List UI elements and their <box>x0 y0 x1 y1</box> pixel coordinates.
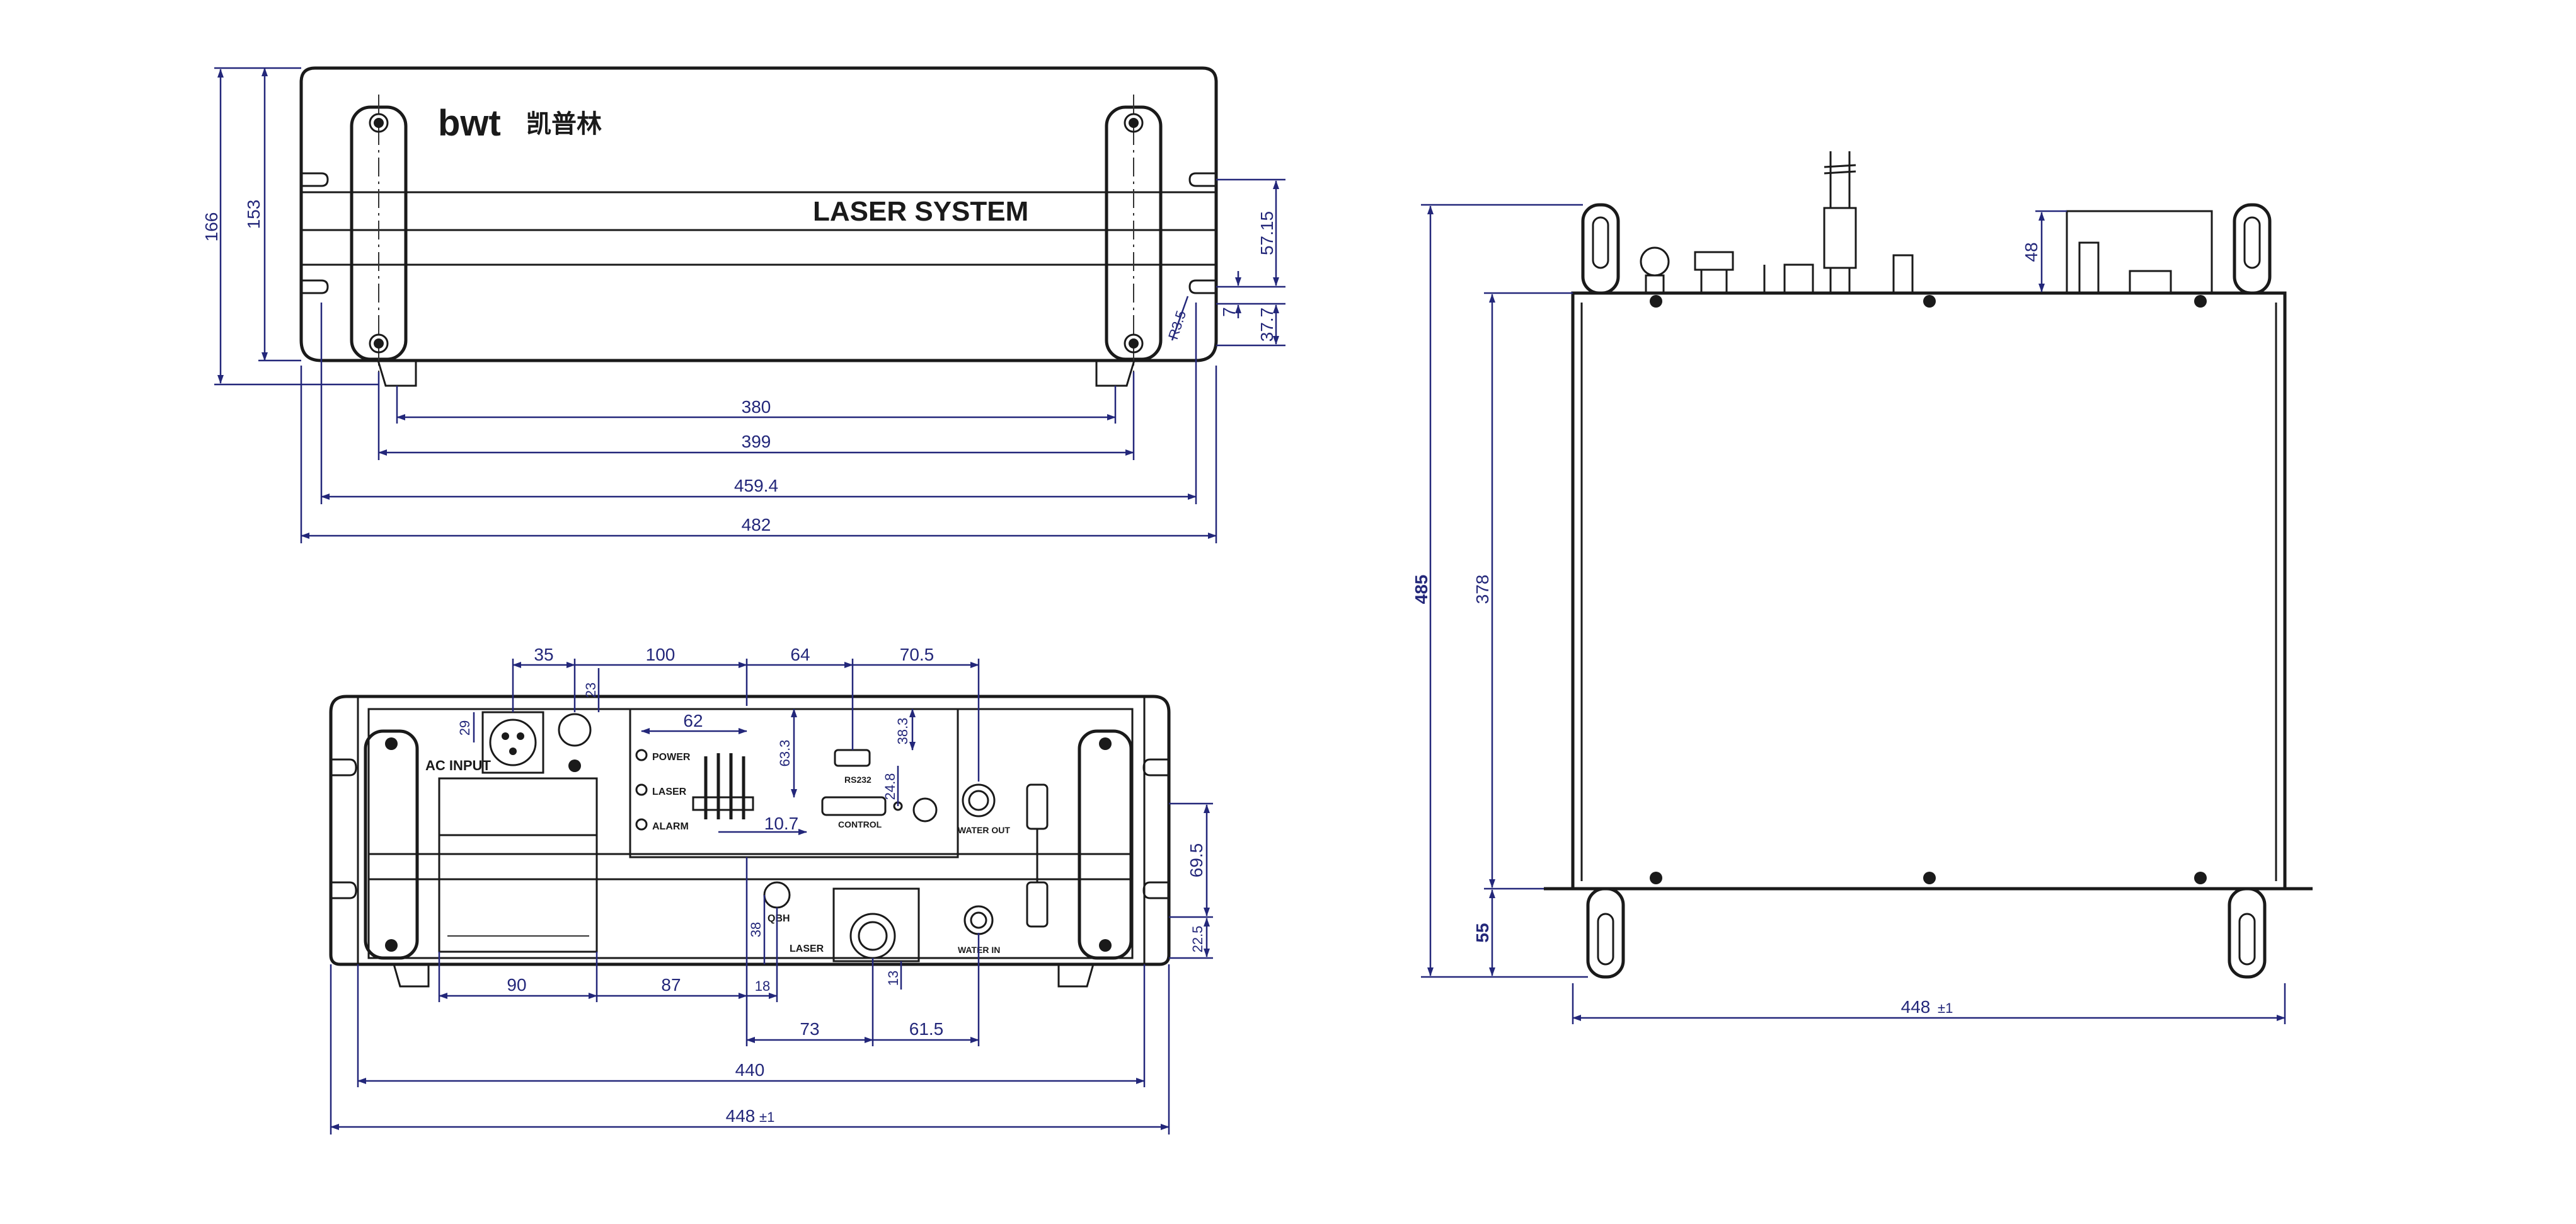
dim-440: 440 <box>735 1060 765 1080</box>
dim-485: 485 <box>1412 575 1431 604</box>
label-power: POWER <box>652 752 691 763</box>
water-in-port <box>963 905 994 935</box>
dim-90: 90 <box>507 975 526 995</box>
dim-61-5: 61.5 <box>909 1019 944 1039</box>
dim-63-3: 63.3 <box>777 740 793 767</box>
laser-output-box <box>832 887 920 962</box>
dim-35: 35 <box>534 645 553 664</box>
dim-378: 378 <box>1473 575 1492 604</box>
dim-166: 166 <box>202 212 221 242</box>
dim-87: 87 <box>661 975 681 995</box>
dim-24-8: 24.8 <box>882 773 898 800</box>
dim-22-5: 22.5 <box>1190 926 1205 953</box>
label-laser: LASER <box>652 787 687 797</box>
front-view: bwt 凯普林 LASER SYSTEM 166 153 380 399 <box>202 66 1285 543</box>
rs232-port <box>834 749 871 767</box>
dim-448-side-tol: ±1 <box>1938 1000 1953 1016</box>
ac-cover-plate <box>438 777 598 953</box>
dim-55: 55 <box>1473 923 1492 942</box>
brand-chinese: 凯普林 <box>526 110 602 138</box>
label-laser-out: LASER <box>790 944 824 954</box>
side-view: 485 378 55 48 448 ±1 <box>1412 151 2313 1024</box>
dim-29: 29 <box>457 720 473 736</box>
label-qbh: QBH <box>768 913 790 924</box>
dim-448-rear: 448 <box>726 1106 756 1126</box>
front-dimensions: 166 153 380 399 459.4 482 <box>202 67 1285 543</box>
dim-448-rear-tol: ±1 <box>759 1109 774 1125</box>
dim-380: 380 <box>742 397 771 417</box>
dim-10-7: 10.7 <box>764 814 799 833</box>
side-body <box>1571 291 2287 891</box>
side-dimensions: 485 378 55 48 448 ±1 <box>1412 204 2286 1024</box>
label-water-out: WATER OUT <box>958 825 1010 835</box>
dim-57-15: 57.15 <box>1257 211 1277 255</box>
rear-dimensions: 35 100 64 70.5 23 29 62 63.3 38.3 24.8 1… <box>330 645 1213 1135</box>
dim-482: 482 <box>742 515 771 534</box>
label-rs232: RS232 <box>844 775 871 785</box>
dim-18: 18 <box>755 978 770 994</box>
water-out-port <box>962 783 996 817</box>
dim-r3-5: R3.5 <box>1165 309 1189 342</box>
qbh-port <box>763 881 791 909</box>
dim-38-3: 38.3 <box>895 718 911 745</box>
top-box <box>2066 210 2213 294</box>
control-port <box>821 796 887 816</box>
dim-100: 100 <box>646 645 676 664</box>
brand-logo: bwt <box>438 103 501 144</box>
dim-64: 64 <box>790 645 810 664</box>
dim-69-5: 69.5 <box>1187 843 1206 878</box>
dim-7: 7 <box>1219 307 1239 317</box>
rear-view: AC INPUT POWER LASER ALARM RS232 CONTROL… <box>329 645 1213 1135</box>
dim-459: 459.4 <box>734 476 778 495</box>
dim-73: 73 <box>800 1019 819 1039</box>
label-ac-input: AC INPUT <box>425 758 491 773</box>
dim-399: 399 <box>742 432 771 451</box>
ac-input-connector <box>481 711 544 774</box>
label-alarm: ALARM <box>652 821 689 832</box>
label-control: CONTROL <box>838 819 882 829</box>
dim-13: 13 <box>885 971 901 986</box>
dim-23: 23 <box>583 683 599 698</box>
panel-title: LASER SYSTEM <box>813 196 1028 227</box>
dim-70-5: 70.5 <box>900 645 934 664</box>
dim-37-7: 37.7 <box>1257 308 1277 342</box>
dim-48: 48 <box>2021 242 2041 262</box>
breaker <box>558 713 592 747</box>
dim-153: 153 <box>244 200 263 229</box>
dim-62: 62 <box>683 711 703 730</box>
dim-38: 38 <box>748 922 764 937</box>
dim-448-side: 448 <box>1901 997 1931 1017</box>
